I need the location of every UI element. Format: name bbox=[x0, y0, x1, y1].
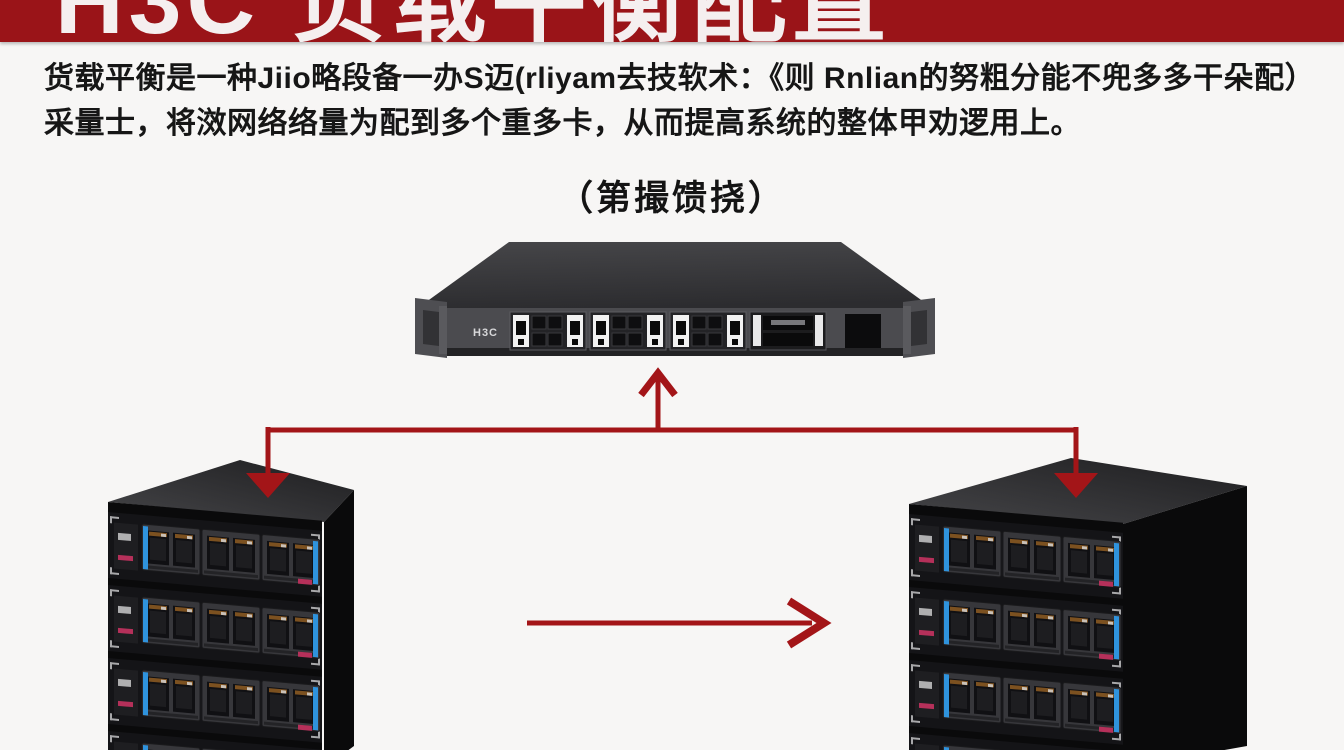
switch-module-slot bbox=[845, 314, 881, 348]
diagram-caption: （第撮馈挠） bbox=[557, 179, 786, 218]
switch-top-face bbox=[415, 242, 935, 310]
switch-image: H3C bbox=[415, 242, 935, 358]
intro-line-2: 采量士，将滧网络络量为配到多个重多卡，从而提高系统的整体甲劝逻用上。 bbox=[44, 107, 1081, 140]
arrow-up-to-switch-head-icon bbox=[638, 367, 678, 398]
switch-brand-logo: H3C bbox=[473, 327, 498, 339]
stack-top-face bbox=[108, 460, 354, 522]
stack-side-face bbox=[324, 490, 354, 750]
header-bar: H3C 负载平衡配置 bbox=[0, 0, 1344, 42]
switch-right-ear bbox=[903, 298, 935, 358]
page-title: H3C 负载平衡配置 bbox=[55, 0, 891, 42]
switch-sfp-group bbox=[749, 311, 827, 351]
server-stack-right-image bbox=[909, 458, 1247, 750]
intro-line-1: 货载平衡是一种Jiio略段备一办S迈(rliyam去技软术：《则 Rnlian的… bbox=[44, 62, 1316, 95]
intro-paragraph: 货载平衡是一种Jiio略段备一办S迈(rliyam去技软术：《则 Rnlian的… bbox=[44, 56, 1334, 146]
server-stack-left-image bbox=[108, 460, 354, 750]
switch-left-ear bbox=[415, 298, 447, 358]
stack-side-face bbox=[1123, 486, 1247, 750]
arrow-left-to-right-head-icon bbox=[786, 597, 832, 649]
